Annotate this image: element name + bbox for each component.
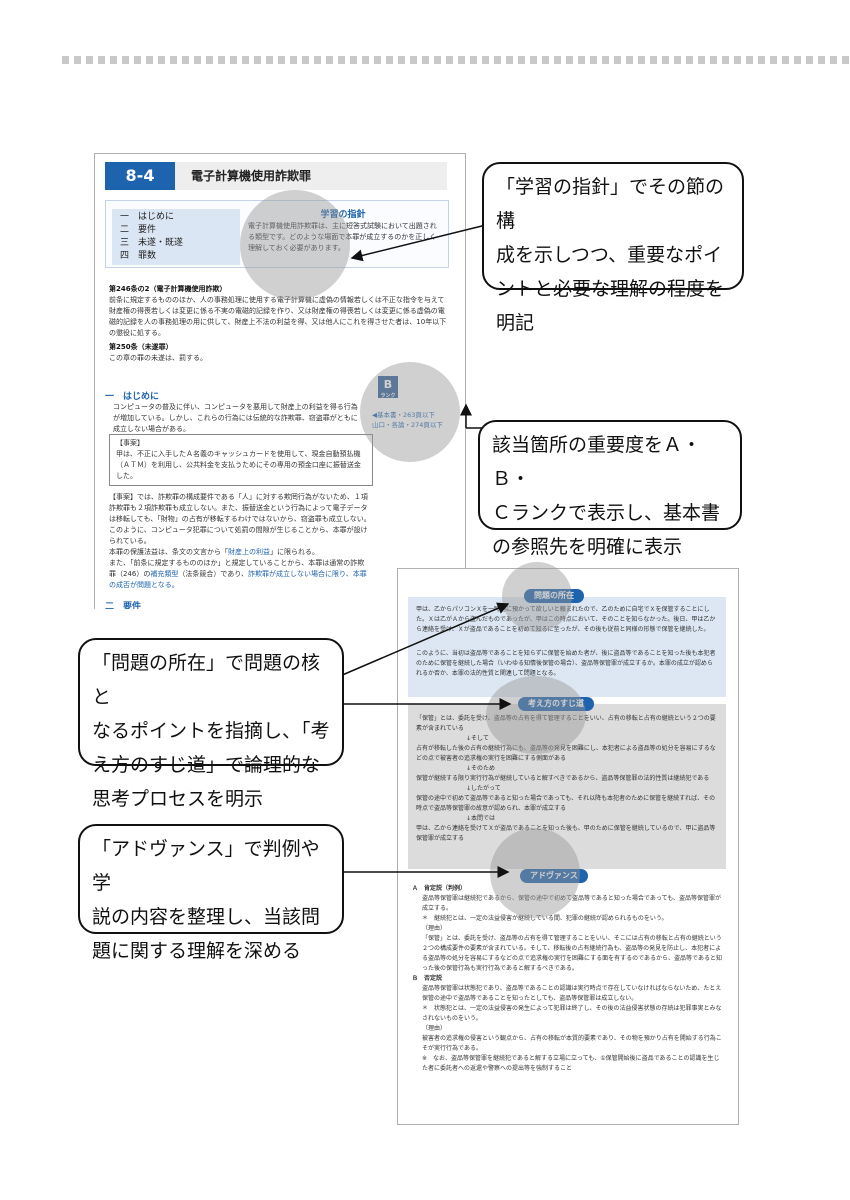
reasoning-step: 保管が継続する限り実行行為が継続していると解すべきであるから、盗品等保管罪の法的…	[416, 775, 710, 782]
callout-line: 題に関する理解を深める	[92, 940, 302, 962]
callout-line: 明記	[496, 312, 535, 334]
highlighted-term: 詐欺罪が成立しない場合に限り、本罪の成否が問題となる。	[109, 570, 367, 589]
advance-line: ＊ 状態犯とは、一定の法益侵害の発生によって犯罪は終了し、その後の法益侵害状態の…	[422, 1005, 722, 1022]
reasoning-arrow: ↓そして	[466, 735, 489, 742]
callout-guideline: 「学習の指針」でその節の構 成を示しつつ、重要なポイ ントと必要な理解の程度を …	[482, 162, 744, 334]
callout-line: 説の内容を整理し、当該問	[92, 906, 321, 928]
highlighted-term: 補充類型	[150, 570, 179, 578]
body-paragraph: 本罪の保護法益は、条文の文言から「財産上の利益」に限られる。	[109, 547, 371, 558]
problem-text: このように、当初は盗品等であることを知らずに保管を始めた者が、後に盗品等であるこ…	[416, 650, 716, 677]
text-run: 」に限られる。	[270, 548, 319, 556]
reasoning-steps: 「保管」とは、委託を受け、盗品等の占有を得て管理することをいい、占有の移転と占有…	[416, 714, 718, 844]
guideline-heading: 学習の指針	[320, 210, 366, 220]
callout-line: なるポイントを指摘し、「考	[92, 720, 330, 742]
advance-line: Ｂ 否定説	[412, 975, 443, 982]
callout-line: 成を示しつつ、重要なポイ	[496, 244, 723, 266]
callout-line: 「問題の所在」で問題の核と	[92, 652, 321, 708]
callout-line: ントと必要な理解の程度を	[496, 278, 725, 300]
article-text: 前条に規定するもののほか、人の事務処理に使用する電子計算機に虚偽の情報若しくは不…	[109, 296, 447, 337]
callout-advance: 「アドヴァンス」で判例や学 説の内容を整理し、当該問 題に関する理解を深める	[78, 824, 344, 962]
reference-line: ◀基本書・263頁以下	[372, 411, 435, 419]
toc-item: 一 はじめに	[120, 212, 175, 222]
article-heading: 第250条（未遂罪）	[109, 343, 173, 351]
statute-block: 第246条の2（電子計算機使用詐欺） 前条に規定するもののほか、人の事務処理に使…	[109, 284, 449, 364]
callout-line: Ｃランクで表示し、基本書	[492, 502, 721, 524]
advance-line: ※ なお、盗品等保管罪を継続犯であると解する立場に立っても、①保管開始後に盗品で…	[422, 1055, 720, 1072]
case-box: 【事案】 甲は、不正に入手したＡ名義のキャッシュカードを使用して、現金自動預払機…	[109, 434, 373, 486]
guideline-text: 電子計算機使用詐欺罪は、主に短答式試験において出題される類型です。どのような場面…	[248, 222, 437, 252]
toc-item: 四 罪数	[120, 251, 157, 261]
toc-item: 二 要件	[120, 225, 157, 235]
highlight-circle-problem	[502, 562, 572, 632]
case-label: 【事案】	[116, 439, 144, 447]
reasoning-step: 「保管」とは、委託を受け、盗品等の占有を得て管理することをいい、占有の移転と占有…	[416, 715, 716, 732]
article-text: この章の罪の未遂は、罰する。	[109, 354, 207, 362]
text-run: また、「前条に規定するもののほか」と規定していることから、本罪は通常の詐欺罪（2…	[109, 559, 365, 578]
section-intro-text: コンピュータの普及に伴い、コンピュータを悪用して財産上の利益を得る行為が増加して…	[113, 403, 358, 433]
section-number: 8-4	[105, 162, 175, 190]
advance-box: Ａ 肯定説（判例） 盗品等保管罪は継続犯であるから、保管の途中で初めて盗品等であ…	[408, 874, 726, 1109]
advance-text: Ａ 肯定説（判例） 盗品等保管罪は継続犯であるから、保管の途中で初めて盗品等であ…	[412, 884, 724, 1074]
advance-line: 「保管」とは、委託を受け、盗品等の占有を得て管理することをいい、そこには占有の移…	[422, 935, 723, 972]
highlighted-term: 財産上の利益	[228, 548, 270, 556]
advance-line: 盗品等保管罪は状態犯であり、盗品等であることの認識は実行時点で存在していなければ…	[422, 985, 722, 1002]
reasoning-arrow: ↓そのため	[466, 765, 496, 772]
callout-line: 該当箇所の重要度をＡ・Ｂ・	[492, 434, 702, 490]
reasoning-arrow: ↓したがって	[466, 785, 501, 792]
reasoning-step: 保管の途中で初めて盗品等であると知った場合であっても、それ以降も本犯者のために保…	[416, 795, 716, 812]
reasoning-step: 占有が移転した後の占有の継続行為にも、盗品等の発見を困難にし、本犯者による盗品等…	[416, 745, 716, 762]
reasoning-box: 「保管」とは、委託を受け、盗品等の占有を得て管理することをいい、占有の移転と占有…	[408, 704, 726, 869]
highlight-circle-guideline	[240, 190, 350, 300]
body-paragraph: 【事案】では、詐欺罪の構成要件である「人」に対する欺罔行為がないため、１項詐欺罪…	[109, 493, 371, 545]
advance-line: （理由）	[422, 1025, 447, 1032]
section-toc: 一 はじめに 二 要件 三 未遂・既遂 四 罪数	[112, 209, 240, 265]
advance-line: 被害者の追求権の侵害という観点から、占有の移転が本質的要素であり、その物を預かり…	[422, 1035, 722, 1052]
rank-badge: B ランク	[378, 376, 398, 399]
problem-label: 問題の所在	[524, 589, 584, 603]
case-text: 甲は、不正に入手したＡ名義のキャッシュカードを使用して、現金自動預払機（ＡＴＭ）…	[116, 450, 361, 480]
section-heading: 二 要件	[105, 602, 142, 609]
advance-line: ＊ 継続犯とは、一定の法益侵害が継続している間、犯罪の継続が認められるものをいう…	[422, 915, 668, 922]
rank-letter: B	[383, 378, 393, 391]
section-heading: 一 はじめに	[105, 392, 160, 402]
highlight-circle-reasoning	[486, 676, 586, 754]
reference-note: ◀基本書・263頁以下 山口・各論・274頁以下	[372, 410, 462, 430]
toc-item: 三 未遂・既遂	[120, 238, 184, 248]
callout-line: え方のすじ道」で論理的な	[92, 754, 321, 776]
rank-sub-label: ランク	[380, 393, 396, 399]
body-text: 【事案】では、詐欺罪の構成要件である「人」に対する欺罔行為がないため、１項詐欺罪…	[109, 492, 371, 591]
reference-line: 山口・各論・274頁以下	[372, 421, 443, 429]
callout-problem-reasoning: 「問題の所在」で問題の核と なるポイントを指摘し、「考 え方のすじ道」で論理的な…	[78, 638, 344, 810]
advance-line: Ａ 肯定説（判例）	[412, 885, 467, 892]
reasoning-step: 甲は、乙から連絡を受けてＸが盗品であることを知った後も、甲のために保管を継続して…	[416, 825, 716, 842]
text-run: （法条競合）であり、	[178, 570, 249, 578]
section-title: 電子計算機使用詐欺罪	[191, 169, 312, 183]
body-paragraph: また、「前条に規定するもののほか」と規定していることから、本罪は通常の詐欺罪（2…	[109, 558, 371, 591]
section-header: 8-4 電子計算機使用詐欺罪	[105, 162, 447, 190]
callout-line: 「学習の指針」でその節の構	[496, 176, 725, 232]
advance-line: 盗品等保管罪は継続犯であるから、保管の途中で初めて盗品等であると知った場合であっ…	[422, 895, 722, 912]
text-run: 本罪の保護法益は、条文の文言から「	[109, 548, 228, 556]
callout-line: 思考プロセスを明示	[92, 788, 264, 810]
top-dashed-border	[62, 56, 850, 64]
advance-line: （理由）	[422, 925, 447, 932]
callout-line: 「アドヴァンス」で判例や学	[92, 838, 320, 894]
reasoning-arrow: ↓本問では	[466, 815, 496, 822]
advance-label: アドヴァンス	[520, 869, 588, 883]
highlight-circle-advance	[490, 828, 580, 918]
reasoning-label: 考え方のすじ道	[518, 697, 594, 711]
callout-line: の参照先を明確に表示	[492, 536, 683, 558]
article-heading: 第246条の2（電子計算機使用詐欺）	[109, 285, 227, 293]
highlight-circle-rank	[360, 362, 460, 462]
callout-rank: 該当箇所の重要度をＡ・Ｂ・ Ｃランクで表示し、基本書 の参照先を明確に表示	[478, 420, 742, 558]
problem-text: 甲は、乙からパソコンＸを一時的に預かって欲しいと頼まれたので、乙のために自宅でＸ…	[416, 606, 716, 633]
